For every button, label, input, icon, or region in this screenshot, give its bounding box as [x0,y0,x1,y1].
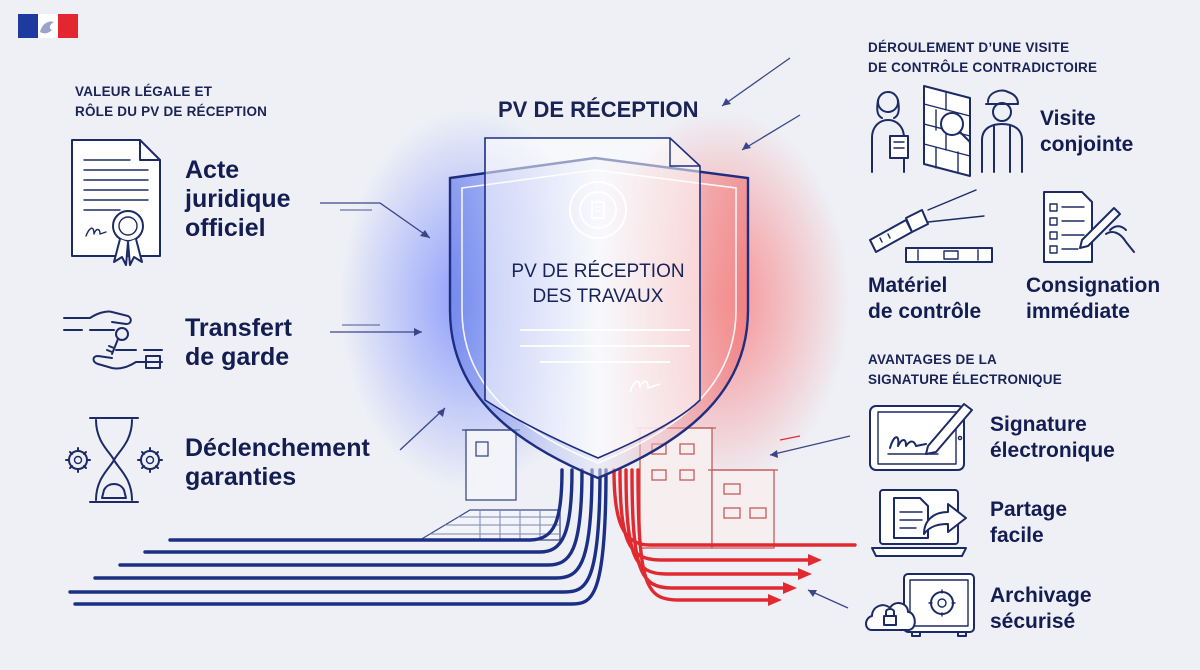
key-handover-icon [63,310,163,370]
laptop-share-icon [871,489,967,557]
building-left [417,429,561,541]
right-bottom-item-1-label: Signature électronique [990,412,1115,464]
right-bottom-heading-line-1: AVANTAGES DE LA [868,352,998,367]
left-heading-line-1: VALEUR LÉGALE ET [75,84,213,99]
flashlight-level-icon [869,189,993,263]
right-bottom-heading: AVANTAGES DE LA SIGNATURE ÉLECTRONIQUE [868,350,1168,390]
right-bottom-item-1-line-1: Signature [990,413,1087,436]
right-top-heading-line-1: DÉROULEMENT D’UNE VISITE [868,40,1070,55]
left-item-1-line-1: Acte [185,156,240,184]
shield-text-line-1: PV DE RÉCEPTION [511,261,685,282]
left-item-3-line-1: Déclenchement [185,434,370,462]
right-top-heading-line-2: DE CONTRÔLE CONTRADICTOIRE [868,60,1098,75]
shield-graphic [448,137,750,480]
right-top-item-1-line-1: Visite [1040,107,1096,130]
right-top-item-1-label: Visite conjointe [1040,106,1133,158]
left-item-2-label: Transfert de garde [185,314,292,372]
center-title: PV DE RÉCEPTION [498,97,699,122]
right-top-item-1-line-2: conjointe [1040,133,1134,156]
left-heading: VALEUR LÉGALE ET RÔLE DU PV DE RÉCEPTION [75,82,335,122]
blue-flow-lines [68,468,608,606]
left-item-1-label: Acte juridique officiel [185,156,291,243]
left-item-2-line-1: Transfert [185,314,292,342]
right-top-heading: DÉROULEMENT D’UNE VISITE DE CONTRÔLE CON… [868,38,1188,78]
left-heading-line-2: RÔLE DU PV DE RÉCEPTION [75,104,268,119]
marianne-flag-logo [18,14,78,38]
shield-text: PV DE RÉCEPTION DES TRAVAUX [490,259,706,309]
checklist-pen-icon [1043,191,1135,263]
cloud-safe-icon [865,573,975,637]
left-item-1-line-3: officiel [185,214,266,242]
joint-inspection-icon [871,85,1023,177]
right-bottom-heading-line-2: SIGNATURE ÉLECTRONIQUE [868,372,1062,387]
right-top-item-3-label: Consignation immédiate [1026,273,1160,325]
left-item-3-label: Déclenchement garanties [185,434,370,492]
right-top-item-2-label: Matériel de contrôle [868,273,981,325]
right-top-item-2-line-1: Matériel [868,274,948,297]
tablet-signature-icon [869,403,973,471]
legal-certificate-icon [71,139,161,266]
left-item-3-line-2: garanties [185,463,297,491]
shield-text-line-2: DES TRAVAUX [532,286,664,307]
right-bottom-item-2-label: Partage facile [990,497,1067,549]
right-bottom-item-2-line-1: Partage [990,498,1068,521]
right-bottom-item-3-line-2: sécurisé [990,610,1076,633]
left-item-2-line-2: de garde [185,343,290,371]
right-bottom-item-3-label: Archivage sécurisé [990,583,1092,635]
right-top-item-3-line-2: immédiate [1026,300,1130,323]
right-bottom-item-1-line-2: électronique [990,439,1115,462]
right-top-item-3-line-1: Consignation [1026,274,1161,297]
right-bottom-item-2-line-2: facile [990,524,1044,547]
right-top-item-2-line-2: de contrôle [868,300,982,323]
right-bottom-item-3-line-1: Archivage [990,584,1092,607]
red-flow-lines [612,468,857,602]
connector-arrows [320,57,851,609]
hourglass-gears-icon [65,417,163,503]
left-item-1-line-2: juridique [185,185,291,213]
